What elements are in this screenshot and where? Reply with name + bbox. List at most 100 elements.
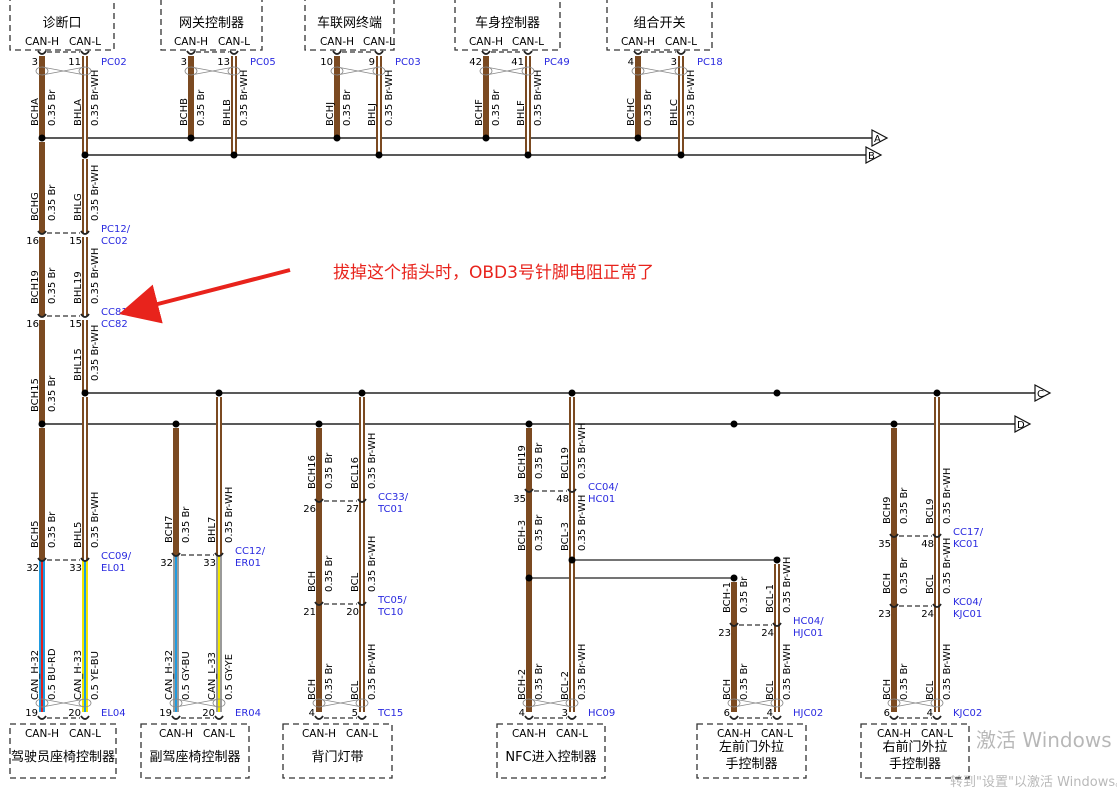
- offpage-connector-icon[interactable]: [865, 146, 883, 164]
- wire-spec-h: 0.5 GY-BU: [181, 651, 192, 700]
- wire-id-l: BHLF: [516, 100, 527, 126]
- wire-spec-h: 0.35 Br: [899, 557, 910, 594]
- bus-label: C: [1037, 389, 1044, 400]
- wire-spec-h: 0.35 Br: [47, 375, 58, 412]
- pin-number-l: 15: [69, 319, 82, 330]
- wire-id-h: BCH: [307, 679, 318, 700]
- pin-number-h: 3: [32, 57, 38, 68]
- connector-pin-icon: [37, 557, 47, 562]
- wire-id-l: BCL19: [560, 447, 571, 479]
- wire-id-h: BCH16: [307, 455, 318, 489]
- module-box[interactable]: [9, 0, 115, 51]
- splice-dot: [634, 134, 642, 142]
- connector-pin-icon: [932, 715, 942, 720]
- module-box[interactable]: [160, 0, 263, 51]
- can-h-label: CAN-H: [621, 36, 655, 48]
- connector-id: CC17/: [953, 527, 984, 538]
- bus-label: D: [1017, 420, 1025, 431]
- pin-number-h: 10: [320, 57, 333, 68]
- offpage-connector-icon[interactable]: [871, 129, 889, 147]
- splice-dot: [525, 420, 533, 428]
- connector-pin-icon: [37, 313, 47, 318]
- pin-number-h: 19: [25, 708, 38, 719]
- module-box[interactable]: [496, 723, 606, 779]
- connector-pin-icon: [80, 50, 90, 55]
- can-l-label: CAN-L: [363, 36, 395, 48]
- connector-id: TC10: [377, 607, 403, 618]
- can-l-label: CAN-L: [665, 36, 697, 48]
- wire-id-h: CAN_H-32: [164, 650, 175, 700]
- wire-id-h: BCHC: [626, 98, 637, 126]
- connector-id: CC12/: [235, 546, 266, 557]
- connector-id: PC02: [101, 57, 127, 68]
- splice-dot: [730, 574, 738, 582]
- pin-number-h: 42: [469, 57, 482, 68]
- connector-pin-icon: [37, 230, 47, 235]
- connector-pin-icon: [357, 498, 367, 503]
- connector-id: PC18: [697, 57, 723, 68]
- wire-id-l: BCL-2: [560, 671, 571, 700]
- connector-pin-icon: [633, 50, 643, 55]
- module-box[interactable]: [9, 723, 117, 779]
- twisted-pair-icon: [330, 66, 386, 76]
- wire-id-l: CAN_L-33: [207, 652, 218, 700]
- connector-pin-icon: [729, 715, 739, 720]
- annotation-arrow: [119, 268, 291, 324]
- module-box[interactable]: [304, 0, 395, 51]
- pin-number-h: 4: [628, 57, 634, 68]
- wire-id-l: BCL9: [925, 498, 936, 524]
- can-h-label: CAN-H: [174, 36, 208, 48]
- module-box[interactable]: [140, 723, 250, 779]
- connector-pin-icon: [889, 603, 899, 608]
- module-name: 左前门外拉: [719, 739, 784, 755]
- pin-number-l: 3: [562, 708, 568, 719]
- module-box[interactable]: [282, 723, 393, 779]
- module-box[interactable]: [606, 0, 713, 51]
- can-l-label: CAN-L: [556, 728, 588, 740]
- module-name: 车身控制器: [475, 15, 540, 31]
- offpage-connector-icon[interactable]: [1034, 384, 1052, 402]
- splice-dot: [568, 556, 576, 564]
- pin-number-h: 23: [878, 609, 891, 620]
- wire-spec-h: 0.35 Br: [643, 89, 654, 126]
- offpage-connector-icon[interactable]: [1014, 415, 1032, 433]
- connector-id: PC49: [544, 57, 570, 68]
- connector-pin-icon: [676, 50, 686, 55]
- wire-id-l: BCL: [765, 680, 776, 700]
- module-name: 右前门外拉: [882, 739, 947, 755]
- connector-pin-icon: [932, 533, 942, 538]
- splice-dot: [890, 420, 898, 428]
- wire-spec-l: 0.35 Br-WH: [577, 644, 588, 700]
- can-l-label: CAN-L: [346, 728, 378, 740]
- wire-id-l: BHL5: [73, 522, 84, 548]
- wire-spec-l: 0.35 Br-WH: [90, 492, 101, 548]
- pin-number-h: 35: [513, 494, 526, 505]
- module-box[interactable]: [454, 0, 561, 51]
- pin-number-l: 9: [369, 57, 375, 68]
- wire-spec-l: 0.35 Br-WH: [942, 538, 953, 594]
- module-box[interactable]: [696, 723, 807, 779]
- splice-dot: [524, 151, 532, 159]
- connector-pin-icon: [524, 715, 534, 720]
- wire-spec-h: 0.35 Br: [324, 663, 335, 700]
- splice-dot: [677, 151, 685, 159]
- module-name: 手控制器: [725, 757, 777, 772]
- module-box[interactable]: [860, 723, 970, 779]
- can-l-label: CAN-L: [69, 728, 101, 740]
- wire-spec-l: 0.35 Br-WH: [90, 325, 101, 381]
- pin-number-l: 48: [921, 539, 934, 550]
- can-l-label: CAN-L: [69, 36, 101, 48]
- pin-number-h: 21: [303, 607, 316, 618]
- connector-id: PC12/: [101, 224, 131, 235]
- connector-pin-icon: [567, 488, 577, 493]
- wire-id-h: BCH-1: [722, 582, 733, 613]
- pin-number-l: 11: [68, 57, 81, 68]
- wire-id-h: BCH-3: [517, 520, 528, 551]
- connector-id: HC01: [588, 494, 615, 505]
- wire-id-h: BCH-2: [517, 669, 528, 700]
- wire-spec-h: 0.35 Br: [534, 663, 545, 700]
- wire-spec-l: 0.35 Br-WH: [577, 495, 588, 551]
- connector-pin-icon: [889, 715, 899, 720]
- wire-id-l: BHLG: [73, 193, 84, 221]
- wire-spec-h: 0.35 Br: [47, 267, 58, 304]
